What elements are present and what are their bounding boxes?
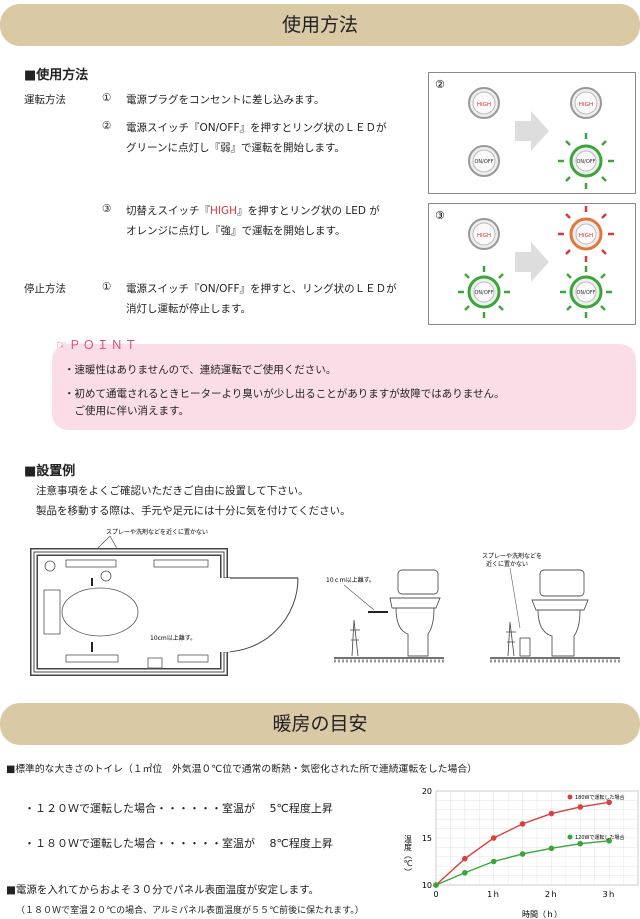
chart-point: [462, 855, 468, 862]
diagram3-label: ③: [435, 209, 445, 222]
step3-line2: オレンジに点灯し『強』で運転を開始します。: [126, 225, 346, 237]
chart-legend-label: 120Wで運転した場合: [575, 834, 625, 841]
chart-xtick-label: 2ｈ: [545, 890, 558, 899]
step3-line1-a: 切替えスイッチ『: [126, 205, 210, 217]
chart-point: [433, 882, 439, 888]
usage-heading: ■使用方法: [24, 68, 89, 83]
chart-xtick-label: 3ｈ: [603, 890, 616, 899]
chart-point: [577, 804, 584, 810]
heating-condition: ■標準的な大きさのトイレ（１㎡位 外気温０℃位で通常の断熱・気密化された所で連続…: [6, 764, 477, 775]
chart-legend-marker: [567, 834, 573, 840]
chart-ytick-label: 10: [422, 881, 432, 890]
point-box: [52, 344, 636, 430]
step3-line1: 切替えスイッチ『HIGH』を押すとリング状の LED が: [126, 203, 380, 218]
chart-point: [462, 869, 468, 876]
step1-num: ①: [102, 92, 112, 104]
panel-heater-top: [65, 559, 117, 568]
chart-legend-marker: [567, 794, 573, 800]
onoff-button-label: ON/OFF: [474, 159, 493, 165]
onoff-button-label-3: ON/OFF: [474, 290, 493, 296]
chart-point: [519, 851, 526, 857]
toilet-tank: [397, 569, 439, 595]
high-button-label-orange: HIGH: [579, 233, 593, 239]
stable-subnote: （１８０Ｗで室温２０℃の場合、アルミパネル表面温度が５５℃前後に保たれます。）: [16, 906, 364, 916]
step2-num: ②: [102, 120, 112, 132]
10cm-note: 10cm以上離す。: [150, 634, 196, 642]
spray-bottle: [519, 637, 531, 657]
stop-label: 停止方法: [24, 283, 66, 295]
floor-plan-diagram: スプレーや洗剤などを近くに置かない 10cm以上離す。: [30, 528, 299, 676]
led-rays-green: [558, 133, 614, 189]
spray-note: スプレーや洗剤などを近くに置かない: [106, 528, 208, 536]
spray-note-2a: スプレーや洗剤などを: [482, 552, 542, 560]
chart-ytick-label: 15: [422, 834, 432, 843]
chart-point: [577, 840, 584, 847]
chart-point: [519, 821, 526, 827]
install-line-2: 製品を移動する際は、手元や足元には十分に気を付けてください。: [36, 505, 351, 517]
onoff-button-label-right: ON/OFF: [576, 290, 595, 296]
stop-line1: 電源スイッチ『ON/OFF』を押すと、リング状のＬＥＤが: [126, 283, 397, 295]
chart-point: [490, 858, 497, 865]
point-item-1: ・速暖性はありませんので、連続運転でご使用ください。: [64, 364, 337, 376]
point-item-3: ご使用に伴い消えます。: [64, 405, 189, 417]
chart-xtick-label: 1ｈ: [487, 890, 500, 899]
chart-xlabel: 時間（ｈ）: [522, 910, 562, 919]
chart-point: [606, 838, 612, 844]
panel-heater-bottom: [65, 654, 119, 663]
chart-point: [490, 835, 497, 841]
step1-text: 電源プラグをコンセントに差し込みます。: [126, 94, 325, 106]
point-item-2: ・初めて通電されるときヒーターより臭いが少し出ることがありますが故障ではありませ…: [64, 388, 505, 400]
step2-line1: 電源スイッチ『ON/OFF』を押すとリング状のＬＥＤが: [126, 122, 387, 134]
operate-label: 運転方法: [24, 94, 66, 106]
temperature-chart: 温度（℃） 時間（ｈ） 10 15 20 0 1ｈ 2ｈ 3ｈ 180Wで運転した場合 120W…: [403, 787, 639, 919]
onoff-button-label-green: ON/OFF: [576, 159, 595, 165]
toilet-top-view: [61, 587, 139, 637]
step3-num: ③: [102, 203, 112, 215]
led-rays-green-right: [560, 266, 612, 318]
arrow-right-icon: [515, 111, 549, 151]
step2-line2: グリーンに点灯し『弱』で運転を開始します。: [126, 142, 345, 154]
install-line-1: 注意事項をよくご確認いただきご自由に設置して下さい。: [36, 485, 309, 497]
chart-xtick-label: 0: [433, 890, 438, 899]
diagram-step3: ③ HIGH ON/OFF HIGH ON/OFF: [428, 203, 636, 325]
install-heading: ■設置例: [24, 464, 76, 479]
stop-line2: 消灯し運転が停止します。: [126, 303, 251, 315]
result-180w: ・１８０Ｗで運転した場合・・・・・・室温が 8℃程度上昇: [24, 837, 333, 850]
usage-banner: 使用方法: [0, 4, 640, 46]
10cm-note-b: 10ｃｍ以上離す。: [326, 576, 375, 584]
chart-legend-label: 180Wで運転した場合: [575, 794, 625, 801]
stable-note: ■電源を入れてからおよそ３０分でパネル表面温度が安定します。: [6, 884, 320, 896]
led-rays-orange: [558, 206, 614, 262]
diagram-step2: ② HIGH ON/OFF HIGH ON/OFF: [428, 72, 636, 194]
heating-banner: 暖房の目安: [0, 703, 640, 745]
high-button-label-3: HIGH: [477, 233, 491, 239]
panel-heater-side: [350, 619, 360, 657]
side-view-1: 10ｃｍ以上離す。: [326, 569, 444, 663]
chart-point: [548, 845, 555, 852]
diagram2-label: ②: [435, 78, 445, 91]
arrow-right-icon-3: [515, 242, 549, 282]
high-button-label-after: HIGH: [579, 102, 593, 108]
chart-point: [548, 810, 555, 817]
chart-point: [606, 799, 612, 806]
chart-ylabel: 温度（℃）: [403, 835, 413, 876]
step3-high-word: HIGH: [210, 205, 238, 217]
stop-step-num: ①: [102, 281, 112, 293]
result-120w: ・１２０Ｗで運転した場合・・・・・・室温が 5℃程度上昇: [24, 802, 333, 815]
high-button-label: HIGH: [477, 102, 491, 108]
chart-ytick-label: 20: [422, 787, 432, 796]
step3-line1-b: 』を押すとリング状の LED が: [237, 205, 380, 217]
side-view-2: スプレーや洗剤などを 近くに置かない: [482, 552, 620, 663]
spray-note-2b: 近くに置かない: [486, 560, 528, 568]
point-title: ☞ＰＯＩＮＴ: [56, 338, 139, 352]
led-rays-green-left: [458, 266, 510, 318]
